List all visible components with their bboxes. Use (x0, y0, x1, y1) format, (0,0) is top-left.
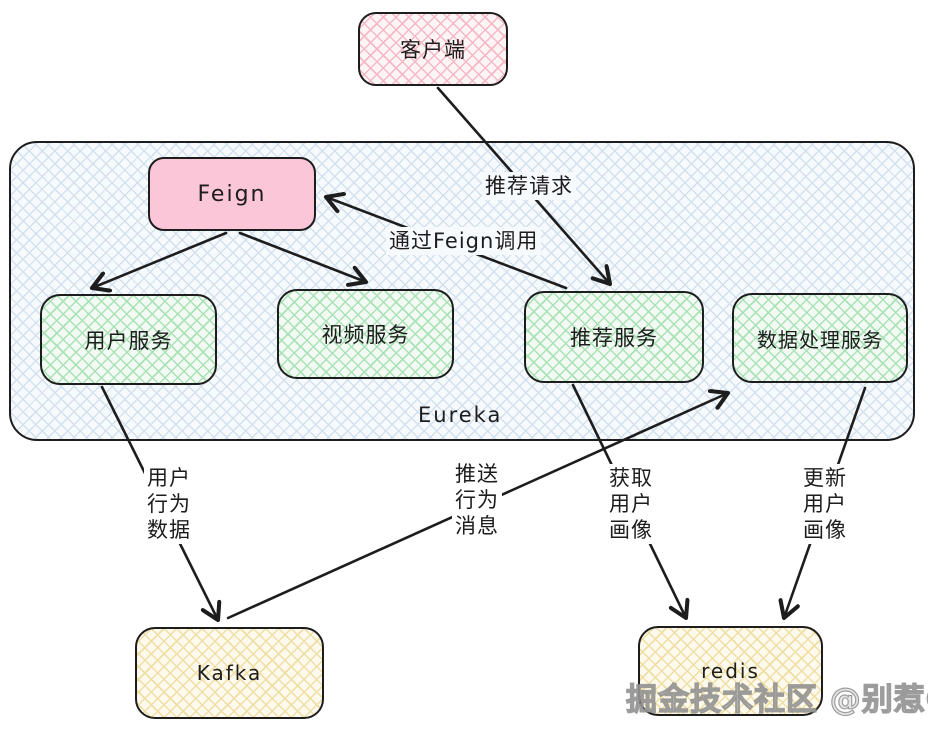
eureka-registry-label: Eureka (418, 403, 503, 427)
node-client: 客户端 (358, 12, 508, 86)
node-video-service-label: 视频服务 (321, 323, 410, 347)
edge-label-push-behavior-msg: 推送 行为 消息 (452, 460, 502, 540)
node-redis: redis (638, 626, 823, 716)
node-kafka-label: Kafka (196, 661, 263, 685)
node-user-service: 用户服务 (40, 294, 217, 385)
edge-label-get-user-profile: 获取 用户 画像 (606, 464, 656, 544)
node-user-service-label: 用户服务 (84, 328, 173, 353)
node-recommend-service: 推荐服务 (524, 291, 704, 383)
node-client-label: 客户端 (400, 38, 466, 62)
node-feign-label: Feign (197, 181, 267, 207)
edge-label-user-behavior-data: 用户 行为 数据 (144, 464, 194, 544)
node-recommend-service-label: 推荐服务 (570, 326, 658, 350)
eureka-registry-container (9, 141, 915, 441)
edge-label-via-feign: 通过Feign调用 (386, 227, 542, 255)
edge-label-update-user-profile: 更新 用户 画像 (800, 464, 850, 544)
node-redis-label: redis (701, 659, 760, 683)
node-feign: Feign (148, 157, 316, 231)
node-data-processing-service: 数据处理服务 (732, 293, 908, 383)
node-data-processing-service-label: 数据处理服务 (757, 327, 883, 352)
node-video-service: 视频服务 (277, 289, 454, 379)
edge-label-recommend-request: 推荐请求 (482, 172, 576, 200)
node-kafka: Kafka (135, 627, 324, 719)
watermark-text: 掘金技术社区 @别惹CC (625, 681, 928, 718)
